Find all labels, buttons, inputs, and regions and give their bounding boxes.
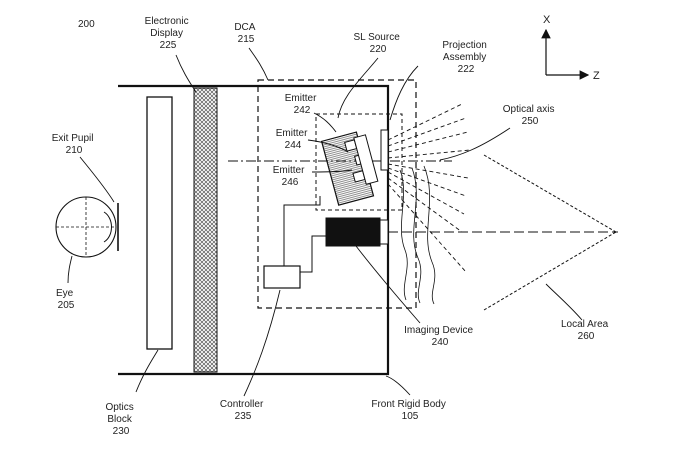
local-area (483, 154, 617, 311)
x-axis-label: X (543, 14, 551, 26)
controller-label: Controller 235 (220, 399, 266, 422)
front-rigid-body-label: Front Rigid Body 105 (371, 399, 448, 422)
figure-number: 200 (78, 19, 95, 30)
emitter-assembly (320, 131, 379, 206)
projection-assembly-label: Projection Assembly 222 (442, 40, 489, 75)
emitter-242-label: Emitter 242 (285, 93, 319, 116)
electronic-display-label: Electronic Display 225 (145, 16, 192, 51)
wavefronts (399, 165, 436, 305)
emitter-244-label: Emitter 244 (276, 128, 310, 151)
imaging-lens (379, 219, 389, 245)
controller-wire-sl (283, 196, 321, 266)
emitter-246-label: Emitter 246 (273, 165, 307, 188)
controller-wire-imaging (300, 235, 326, 273)
optics-block-label: Optics Block 230 (105, 402, 136, 437)
local-area-label: Local Area 260 (561, 319, 611, 342)
sl-source-box (315, 113, 403, 211)
controller (263, 265, 301, 289)
structured-light-rays (387, 103, 471, 273)
optical-axis-label: Optical axis 250 (503, 104, 557, 127)
electronic-display (193, 87, 218, 373)
z-axis-label: Z (593, 70, 600, 82)
projection-lens (380, 129, 389, 171)
dca-label: DCA 215 (234, 22, 257, 45)
coordinate-axes (541, 28, 590, 80)
sl-source-label: SL Source 220 (353, 32, 402, 55)
optics-block (146, 96, 173, 350)
eye (55, 196, 117, 258)
exit-pupil-label: Exit Pupil 210 (52, 133, 96, 156)
leader-lines (67, 47, 583, 397)
eye-label: Eye 205 (56, 288, 76, 311)
imaging-device (325, 217, 381, 247)
imaging-device-label: Imaging Device 240 (404, 325, 476, 348)
